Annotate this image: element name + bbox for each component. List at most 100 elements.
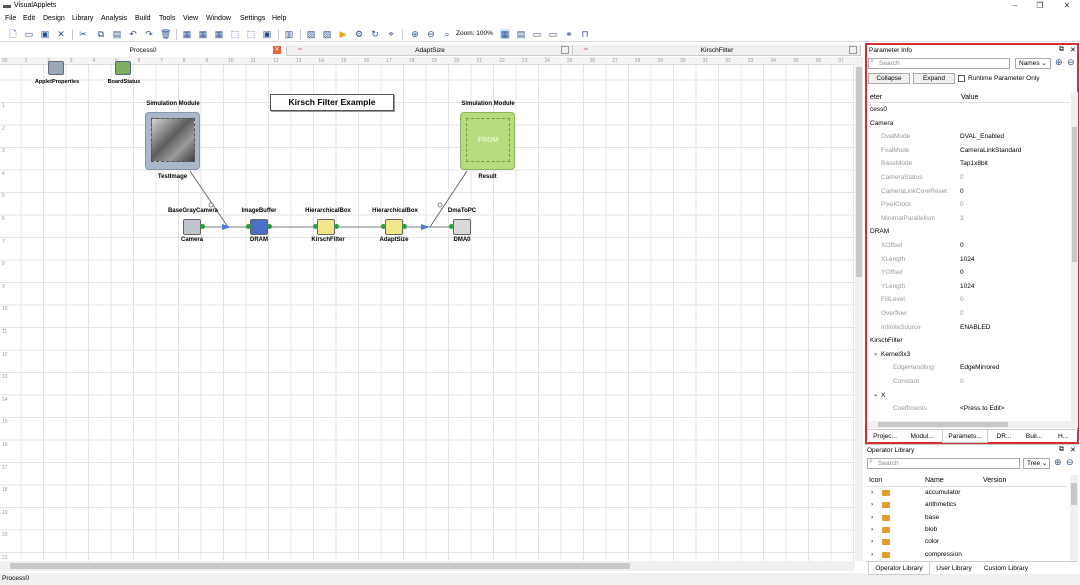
param-value[interactable]: <Press to Edit>: [960, 405, 1005, 413]
hierarchy-view-icon[interactable]: ▤: [516, 29, 526, 39]
input-port[interactable]: [246, 224, 251, 229]
dma-operator[interactable]: [453, 219, 471, 235]
close-panel-icon[interactable]: ✕: [1070, 47, 1076, 54]
param-search-input[interactable]: Search: [868, 58, 1010, 69]
menu-design[interactable]: Design: [43, 15, 65, 22]
search-next-icon[interactable]: ⊕: [1054, 457, 1062, 467]
zoom-in-icon[interactable]: ⊕: [411, 29, 419, 39]
menu-edit[interactable]: Edit: [23, 15, 36, 22]
zoom-out-icon[interactable]: ⊖: [427, 29, 435, 39]
param-value[interactable]: 0: [960, 174, 964, 181]
paste-icon[interactable]: ▤: [112, 29, 122, 39]
minimize-button[interactable]: –: [1012, 1, 1018, 10]
expand-button[interactable]: Expand: [913, 73, 955, 84]
param-value[interactable]: DVAL_Enabled: [960, 133, 1004, 141]
simulate-icon[interactable]: ⚙: [354, 29, 364, 39]
tab-project[interactable]: Projec...: [873, 433, 897, 440]
tree-icon[interactable]: ⚭: [565, 29, 573, 39]
dram-operator[interactable]: [250, 219, 268, 235]
probe-icon[interactable]: ⌖: [388, 29, 394, 39]
library-item[interactable]: ›accumulator: [867, 487, 1062, 499]
input-port[interactable]: [313, 224, 318, 229]
adaptsize-box[interactable]: [385, 219, 403, 235]
tab-module[interactable]: Modul...: [910, 433, 934, 440]
tab-help[interactable]: H...: [1057, 433, 1069, 440]
tab-dr[interactable]: DR...: [996, 433, 1012, 440]
tab-build[interactable]: Buil...: [1025, 433, 1043, 440]
search-next-icon[interactable]: ⊕: [1055, 57, 1063, 67]
scroll-thumb[interactable]: [1072, 127, 1077, 262]
output-port[interactable]: [334, 224, 339, 229]
tab-custom-library[interactable]: Custom Library: [983, 565, 1029, 572]
menu-analysis[interactable]: Analysis: [101, 15, 128, 22]
param-value[interactable]: 0: [960, 242, 964, 249]
library-item[interactable]: ›base: [867, 512, 1062, 524]
close-tab-icon[interactable]: ✕: [273, 46, 281, 54]
expand-chevron-icon[interactable]: ›: [871, 525, 874, 533]
tab-adaptsize[interactable]: AdaptSize: [288, 45, 573, 56]
refresh-icon[interactable]: ↻: [371, 29, 379, 39]
scroll-thumb[interactable]: [856, 67, 862, 277]
tree-select[interactable]: Tree ⌄: [1023, 458, 1050, 469]
output-port[interactable]: [402, 224, 407, 229]
undo-icon[interactable]: ↶: [129, 29, 137, 39]
hierarchy-icon[interactable]: ▣: [262, 29, 272, 39]
library-scrollbar[interactable]: [1070, 475, 1078, 561]
param-value[interactable]: 0: [960, 187, 964, 195]
play-icon[interactable]: ▶: [339, 29, 347, 39]
copy-icon[interactable]: ⧉: [97, 29, 105, 39]
library-item[interactable]: ›blob: [867, 524, 1062, 536]
new-file-icon[interactable]: 🗋: [9, 29, 17, 39]
pin-icon[interactable]: ⊓: [581, 29, 589, 39]
grid-icon[interactable]: ▦: [500, 29, 510, 39]
expand-chevron-icon[interactable]: ⌄: [873, 390, 879, 398]
menu-settings[interactable]: Settings: [240, 15, 266, 22]
ungroup-icon[interactable]: ⬚: [246, 29, 256, 39]
scroll-thumb[interactable]: [10, 563, 630, 569]
param-row[interactable]: Camera: [869, 117, 1067, 131]
camera-operator[interactable]: [183, 219, 201, 235]
output-port[interactable]: [200, 224, 205, 229]
search-prev-icon[interactable]: ⊖: [1067, 57, 1075, 67]
float-icon[interactable]: ⧉: [1059, 446, 1064, 453]
close-panel-icon[interactable]: ✕: [1070, 447, 1076, 454]
zoom-icon[interactable]: ⌕: [444, 29, 450, 39]
library-item[interactable]: ›arithmetics: [867, 499, 1062, 511]
expand-chevron-icon[interactable]: ›: [871, 513, 874, 521]
menu-help[interactable]: Help: [272, 15, 287, 22]
param-value[interactable]: 1024: [960, 255, 975, 263]
menu-view[interactable]: View: [183, 15, 199, 22]
param-value[interactable]: ENABLED: [960, 323, 991, 331]
cut-icon[interactable]: ✂: [79, 29, 87, 39]
delete-icon[interactable]: 🗑: [160, 29, 172, 39]
expand-chevron-icon[interactable]: ›: [871, 538, 874, 546]
group-icon[interactable]: ⬚: [230, 29, 240, 39]
param-value[interactable]: Tap1x8bit: [960, 160, 988, 168]
open-folder-icon[interactable]: ▭: [24, 29, 34, 39]
search-prev-icon[interactable]: ⊖: [1066, 457, 1074, 467]
param-value[interactable]: CameraLinkStandard: [960, 146, 1022, 154]
close-window-button[interactable]: ✕: [1063, 1, 1071, 10]
close-file-icon[interactable]: ✕: [57, 29, 65, 39]
tab-user-library[interactable]: User Library: [936, 565, 972, 572]
library-item[interactable]: ›color: [867, 536, 1062, 548]
restore-tab-icon[interactable]: [561, 46, 569, 54]
build-icon[interactable]: ▨: [306, 29, 316, 39]
restore-tab-icon[interactable]: [849, 46, 857, 54]
library-item[interactable]: ›compression: [867, 549, 1062, 561]
param-row[interactable]: Coefficients<Press to Edit>: [869, 402, 1067, 416]
menu-build[interactable]: Build: [135, 15, 151, 22]
float-icon[interactable]: ⧉: [1059, 46, 1064, 53]
menu-file[interactable]: File: [5, 15, 17, 22]
canvas-vertical-scrollbar[interactable]: [855, 57, 863, 561]
